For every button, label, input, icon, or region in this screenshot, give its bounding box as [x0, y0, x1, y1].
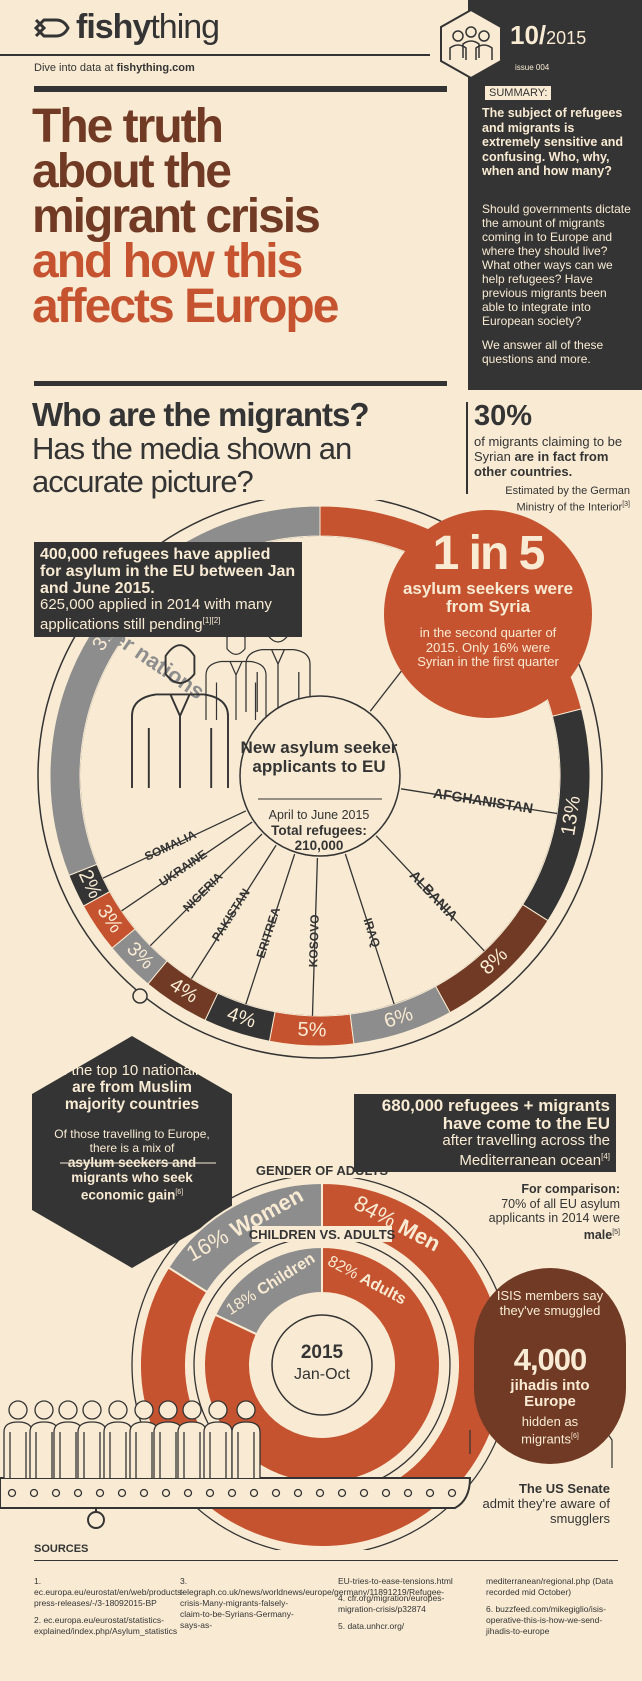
sources-label: SOURCES — [34, 1543, 89, 1555]
hexagon-text: 8 of the top 10 nationalities are from M… — [42, 1062, 222, 1203]
tagline-link[interactable]: fishything.com — [116, 62, 195, 74]
tagline: Dive into data at fishything.com — [34, 62, 195, 74]
fish-icon — [34, 18, 70, 37]
nationality-pct-kosovo: 5% — [297, 1019, 327, 1042]
nationality-spoke-pakistan — [190, 844, 277, 979]
nationality-name-afghanistan: AFGHANISTAN — [432, 785, 534, 817]
hexagon-callout — [32, 1036, 232, 1268]
header-rule — [0, 54, 430, 56]
nationality-spoke-nigeria — [149, 833, 263, 947]
nationality-center-circle — [239, 695, 401, 857]
sources-col-4: mediterranean/regional.php (Data recorde… — [486, 1576, 614, 1636]
summary-body2: We answer all of these questions and mor… — [482, 338, 604, 366]
nationality-outer-ring — [37, 500, 603, 1059]
sources-col-2: 3. telegraph.co.uk/news/worldnews/europe… — [180, 1576, 444, 1630]
refugees-badge-icon — [440, 8, 502, 80]
nationality-name-kosovo: KOSOVO — [306, 914, 322, 967]
claim-percent: 30% — [474, 400, 533, 432]
center-range: Jan-Oct — [293, 1366, 350, 1383]
nationality-spoke-afghanistan — [400, 788, 558, 815]
migrant-figure-icon — [153, 1400, 183, 1478]
age-slice-adults — [203, 1245, 441, 1484]
nationality-center-title: New asylum seeker applicants to EU — [240, 738, 398, 776]
age-title: CHILDREN VS. ADULTS — [249, 1227, 396, 1242]
migrant-figure-icon — [103, 1400, 133, 1478]
nationality-spoke-iraq — [344, 853, 395, 1005]
summary-panel — [468, 0, 642, 390]
nationality-name-albania: ALBANIA — [407, 867, 462, 924]
logo-bold: fishy — [76, 8, 151, 46]
migrant-figure-icon — [3, 1400, 33, 1478]
man-figure-icon — [131, 644, 229, 789]
migrant-figure-icon — [177, 1400, 207, 1478]
logo-thin: thing — [150, 8, 220, 46]
claim-rule — [466, 402, 468, 494]
comparison-note: For comparison: 70% of all EU asylum app… — [488, 1182, 620, 1242]
asylum-callout: 400,000 refugees have applied for asylum… — [34, 542, 302, 637]
nationality-name-nigeria: NIGERIA — [180, 869, 225, 914]
senate-note: The US Senate admit they're aware of smu… — [482, 1481, 611, 1526]
main-chart: 21%SYRIA13%AFGHANISTAN8%ALBANIA6%IRAQ5%K… — [0, 500, 613, 1550]
center-year: 2015 — [300, 1342, 344, 1363]
migrant-figure-icon — [53, 1400, 83, 1478]
mediterranean-callout: 680,000 refugees + migrants have come to… — [354, 1094, 616, 1172]
title-top-rule — [34, 86, 447, 92]
isis-callout: ISIS members say they've smuggled 4,000 … — [474, 1268, 626, 1464]
claim-text: of migrants claiming to be Syrian are in… — [474, 434, 623, 479]
nationality-name-pakistan: PAKISTAN — [209, 886, 253, 944]
migrant-figure-icon — [29, 1400, 59, 1478]
nationality-spoke-ukraine — [121, 821, 253, 912]
summary-label: SUMMARY: — [485, 86, 552, 100]
migrant-figure-icon — [129, 1400, 159, 1478]
issue-label: issue 004 — [515, 63, 550, 72]
migrant-figure-icon — [231, 1400, 261, 1478]
nationality-spoke-albania — [375, 835, 485, 952]
sources-rule — [34, 1560, 618, 1561]
sources-col-1: 1. ec.europa.eu/eurostat/en/web/products… — [34, 1576, 185, 1636]
boat-illustration — [0, 1477, 472, 1529]
nationality-center-details: April to June 2015 Total refugees: 210,0… — [268, 808, 370, 853]
title-bottom-rule — [34, 381, 447, 386]
nationality-title: NATIONALITY — [277, 500, 364, 503]
nationality-spoke-eritrea — [245, 853, 296, 1005]
nationality-spoke-kosovo — [311, 857, 319, 1016]
syria-callout: 1 in 5 asylum seekers were from Syria in… — [384, 510, 592, 718]
summary-bold: The subject of refugees and migrants is … — [482, 106, 624, 178]
man-figure-2-icon — [245, 616, 311, 713]
question-subheading: Has the media shown an accurate picture? — [32, 431, 352, 499]
nationality-name-iraq: IRAQ — [360, 916, 383, 949]
question-heading: Who are the migrants? — [32, 396, 370, 433]
summary-body: Should governments dictate the amount of… — [482, 202, 631, 328]
migrant-figure-icon — [203, 1400, 233, 1478]
nationality-name-eritrea: ERITREA — [253, 905, 283, 960]
claim-source: Estimated by the German Ministry of the … — [505, 485, 630, 514]
page-title: The truth about the migrant crisis and h… — [32, 100, 339, 333]
migrant-figure-icon — [77, 1400, 107, 1478]
issue-number: 10/2015 — [510, 20, 587, 50]
nationality-spoke-somalia — [102, 810, 247, 879]
